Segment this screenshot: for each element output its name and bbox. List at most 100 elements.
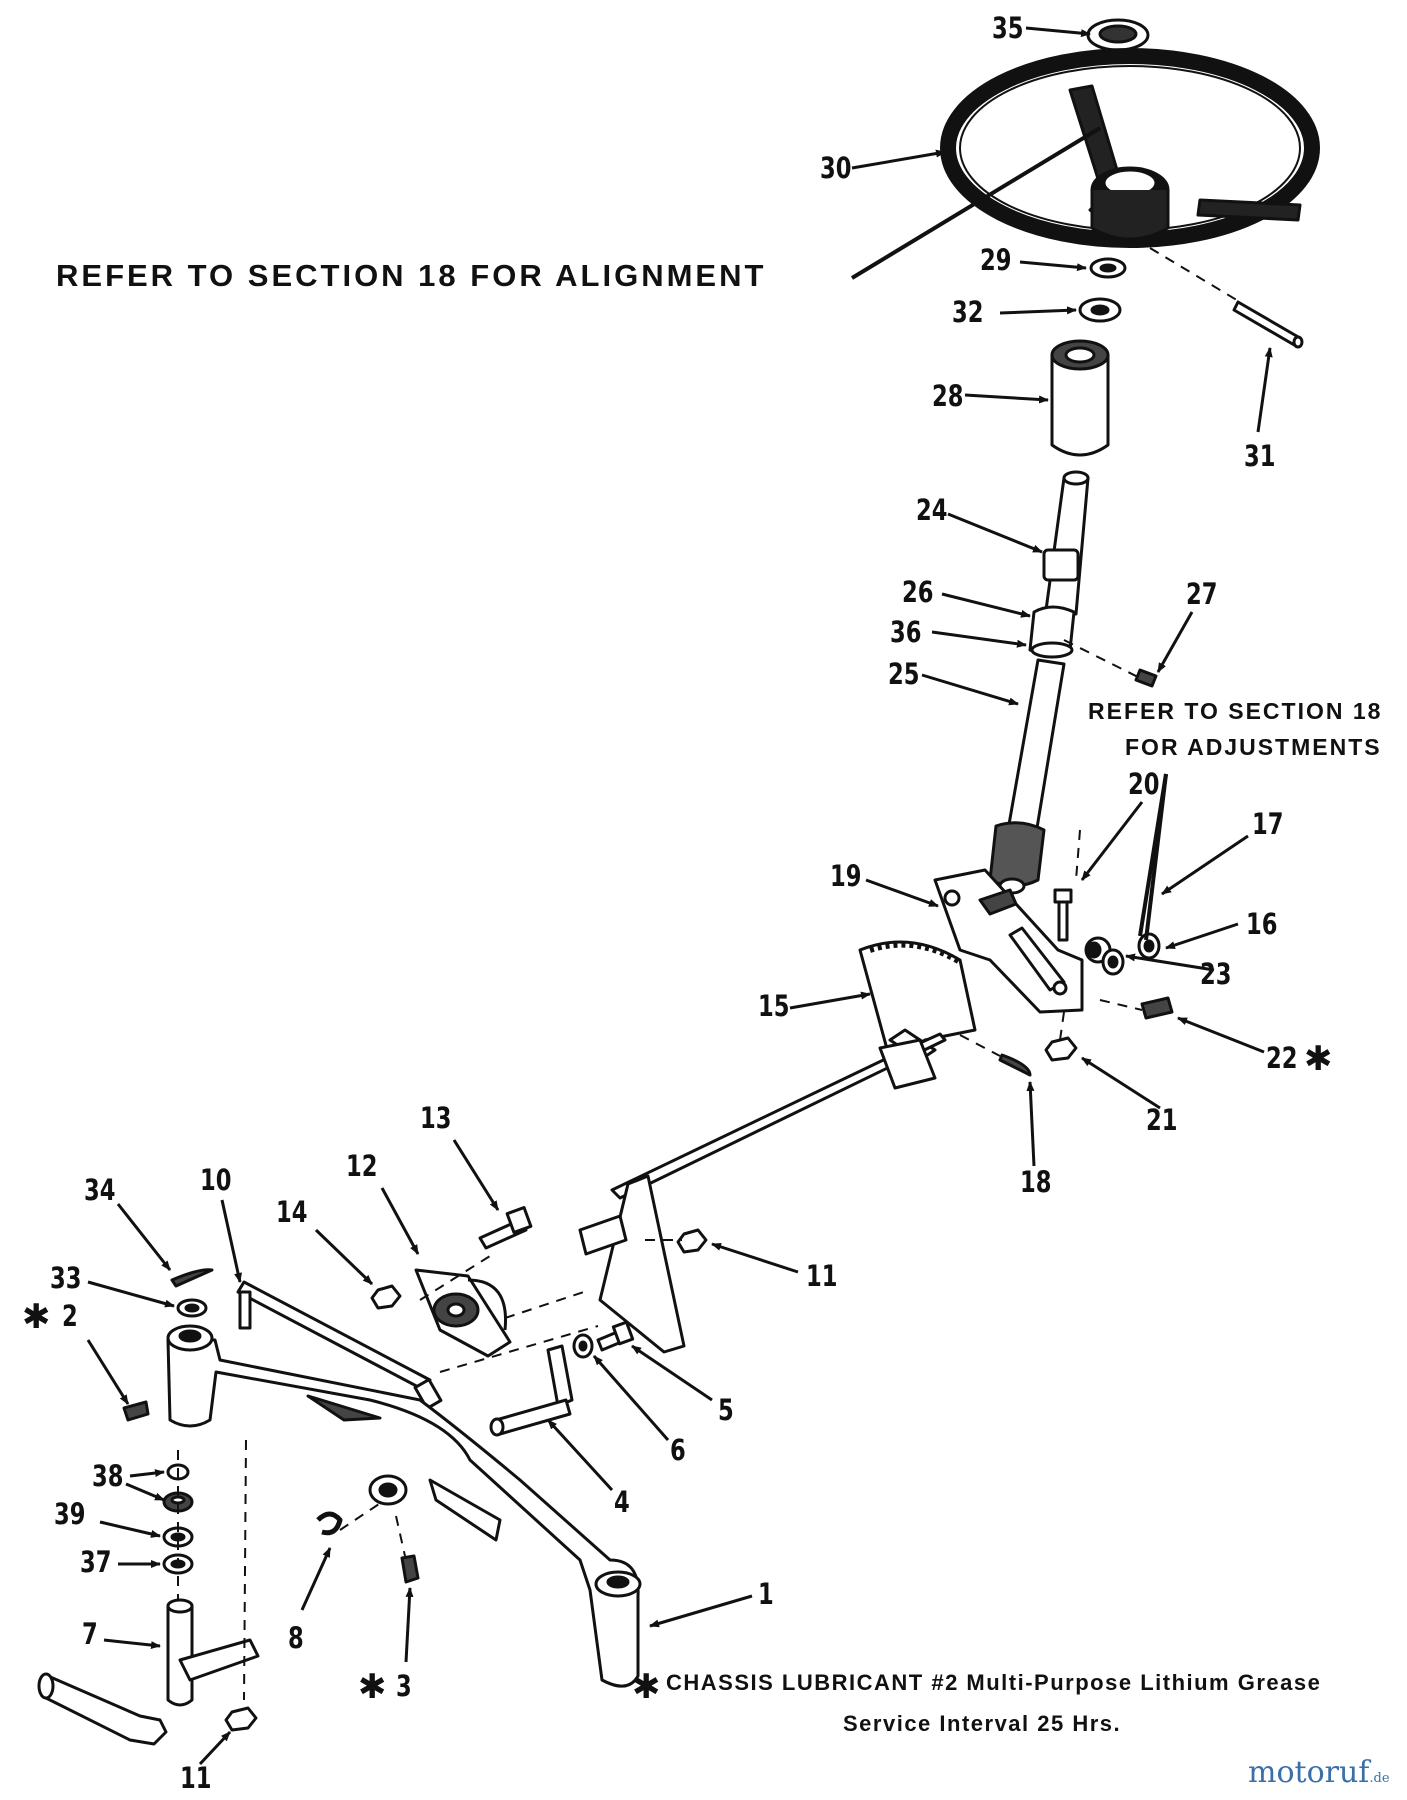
horn-cap-35	[1086, 18, 1150, 52]
leader-11-lower	[198, 1730, 232, 1766]
spindle-7	[37, 1598, 260, 1746]
callout-11-lower: 11	[180, 1761, 212, 1795]
leader-30	[851, 149, 946, 170]
leader-15	[789, 991, 871, 1010]
retaining-ring-8	[316, 1511, 343, 1536]
axis-line	[339, 1499, 386, 1531]
lube-star-icon: ✱	[632, 1667, 661, 1707]
leader-13	[452, 1139, 500, 1211]
leader-25	[921, 673, 1019, 706]
callout-28: 28	[932, 379, 964, 413]
grease-fitting-3	[400, 1554, 420, 1584]
washer-17	[1137, 932, 1161, 960]
lube-note-line2: Service Interval 25 Hrs.	[843, 1711, 1122, 1736]
callout-32: 32	[952, 295, 984, 329]
callout-1: 1	[758, 1577, 774, 1611]
callout-18: 18	[1020, 1165, 1052, 1199]
lower-shaft-25	[988, 658, 1066, 895]
leader-27	[1156, 611, 1194, 673]
callout-13: 13	[420, 1101, 452, 1135]
watermark-suffix: .de	[1369, 1771, 1390, 1786]
callout-17: 17	[1252, 807, 1284, 841]
leader-31	[1256, 347, 1273, 433]
grease-fitting-22	[1140, 996, 1174, 1020]
adjustment-pointer-b	[1144, 773, 1168, 941]
axle-support-plate	[578, 1174, 686, 1354]
leader-4	[546, 1418, 614, 1492]
alignment-pointer	[850, 126, 1102, 280]
leader-23	[1125, 953, 1215, 972]
callout-3: 3	[396, 1669, 412, 1703]
leader-35	[1025, 26, 1091, 38]
callout-12: 12	[346, 1149, 378, 1183]
callout-15: 15	[758, 989, 790, 1023]
callout-34: 34	[84, 1173, 116, 1207]
leader-38-a	[129, 1469, 165, 1478]
callout-20: 20	[1128, 767, 1160, 801]
support-bracket-19	[933, 868, 1084, 1014]
axis-line	[243, 1439, 247, 1701]
callout-26: 26	[902, 575, 934, 609]
leader-7	[103, 1638, 161, 1650]
leader-14	[314, 1228, 374, 1286]
leader-5	[631, 1344, 713, 1402]
callout-21: 21	[1146, 1103, 1178, 1137]
callout-6: 6	[670, 1433, 686, 1467]
callout-22: 22	[1266, 1041, 1298, 1075]
callout-11-upper: 11	[806, 1259, 838, 1293]
callout-7: 7	[82, 1617, 98, 1651]
leader-39	[99, 1520, 161, 1538]
nut-32	[1078, 297, 1122, 323]
steering-wheel-30	[940, 48, 1320, 248]
callout-35: 35	[992, 11, 1024, 45]
leader-11-upper	[711, 1242, 799, 1274]
callout-39: 39	[54, 1497, 86, 1531]
callout-37: 37	[80, 1545, 112, 1579]
spindle-pin-4	[489, 1344, 574, 1437]
callout-24: 24	[916, 493, 948, 527]
tie-rod-10	[236, 1280, 443, 1410]
callout-8: 8	[288, 1621, 304, 1655]
callout-31: 31	[1244, 439, 1276, 473]
leader-22	[1177, 1016, 1265, 1054]
leader-1	[649, 1594, 753, 1628]
leader-26	[941, 592, 1031, 618]
watermark-logo: motoruf.de	[1248, 1758, 1390, 1788]
callout-10: 10	[200, 1163, 232, 1197]
callout-30: 30	[820, 151, 852, 185]
leader-2	[86, 1339, 130, 1405]
bolt-20	[1053, 888, 1073, 942]
callout-23: 23	[1200, 957, 1232, 991]
leader-17	[1161, 834, 1249, 896]
callout-29: 29	[980, 243, 1012, 277]
washer-29	[1089, 257, 1127, 279]
axis-line	[1063, 639, 1141, 679]
front-axle-1	[166, 1324, 642, 1688]
leader-24	[947, 512, 1043, 554]
callout-5: 5	[718, 1393, 734, 1427]
leader-6	[592, 1355, 670, 1441]
callout-4: 4	[614, 1485, 630, 1519]
leader-3	[404, 1587, 414, 1663]
axis-line	[1059, 1011, 1065, 1041]
callout-38: 38	[92, 1459, 124, 1493]
watermark-main: motoruf	[1248, 1755, 1370, 1790]
axis-line	[395, 1515, 406, 1557]
leader-19	[865, 878, 939, 908]
callout-16: 16	[1246, 907, 1278, 941]
callout-2: 2	[62, 1299, 78, 1333]
flange-bearing-12	[414, 1268, 512, 1358]
nut-11-upper	[676, 1228, 708, 1254]
cotter-pin-18	[998, 1053, 1032, 1077]
roll-pin-31	[1232, 300, 1304, 349]
leader-33	[87, 1280, 175, 1308]
axis-line	[504, 1289, 591, 1319]
alignment-note: REFER TO SECTION 18 FOR ALIGNMENT	[56, 258, 767, 293]
adjustment-note-line1: REFER TO SECTION 18	[1088, 698, 1383, 724]
nut-21	[1044, 1036, 1078, 1062]
drag-link	[610, 1032, 947, 1200]
callout-25: 25	[888, 657, 920, 691]
bolt-13	[478, 1206, 533, 1250]
steering-shaft-24	[1042, 470, 1090, 616]
